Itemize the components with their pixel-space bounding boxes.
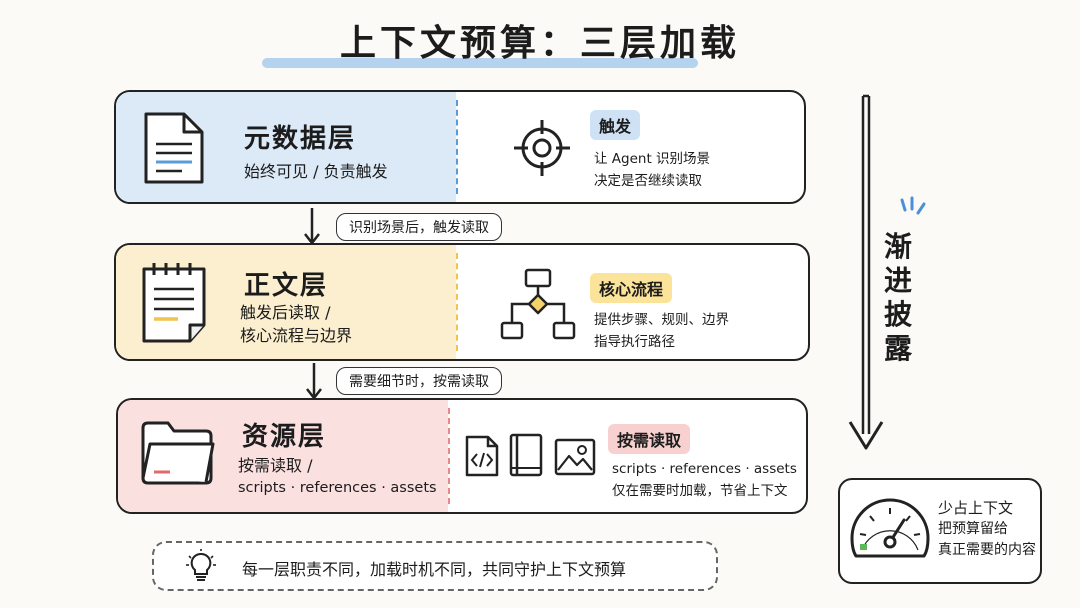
layer-right-line: 让 Agent 识别场景 bbox=[594, 151, 711, 167]
layer-name: 资源层 bbox=[242, 422, 327, 452]
layer-desc-line: 按需读取 / bbox=[238, 456, 313, 475]
progressive-disclosure-char: 进 bbox=[883, 264, 912, 297]
layer-desc-line: 始终可见 / 负责触发 bbox=[244, 162, 388, 181]
page-title: 上下文预算：三层加载 bbox=[339, 23, 740, 64]
layer-metadata: 元数据层 始终可见 / 负责触发 触发 让 Agent 识别场景 决定是否继续读… bbox=[114, 90, 806, 204]
layer-right-desc: scripts · references · assets 仅在需要时加载，节省… bbox=[612, 458, 797, 502]
layer-tag: 按需读取 bbox=[608, 424, 691, 454]
gauge-icon bbox=[850, 498, 930, 558]
down-arrow-icon bbox=[304, 208, 320, 245]
title-underline bbox=[262, 58, 698, 68]
layer-tag: 核心流程 bbox=[590, 273, 673, 303]
layer-desc-line: scripts · references · assets bbox=[238, 480, 437, 496]
down-arrow-icon bbox=[306, 363, 322, 400]
crosshair-target-icon bbox=[514, 120, 570, 176]
flowchart-icon bbox=[500, 268, 576, 340]
summary-note-text: 每一层职责不同，加载时机不同，共同守护上下文预算 bbox=[242, 560, 627, 579]
progressive-disclosure-char: 渐 bbox=[883, 230, 912, 263]
layer-divider bbox=[456, 253, 458, 351]
layer-tag: 触发 bbox=[590, 110, 641, 140]
layer-desc: 始终可见 / 负责触发 bbox=[244, 160, 388, 183]
budget-text: 少占上下文 把预算留给 真正需要的内容 bbox=[938, 498, 1036, 561]
budget-title: 少占上下文 bbox=[938, 499, 1014, 517]
layer-right-desc: 让 Agent 识别场景 决定是否继续读取 bbox=[594, 148, 710, 192]
layer-name: 正文层 bbox=[244, 271, 329, 301]
budget-card: 少占上下文 把预算留给 真正需要的内容 bbox=[838, 478, 1042, 584]
budget-line: 真正需要的内容 bbox=[938, 542, 1036, 558]
layer-desc: 按需读取 / scripts · references · assets bbox=[238, 454, 437, 500]
layer-desc: 触发后读取 / 核心流程与边界 bbox=[240, 301, 352, 347]
notepad-icon bbox=[142, 263, 206, 343]
layer-divider bbox=[456, 100, 458, 194]
progressive-disclosure-text: 渐进披露 bbox=[878, 230, 918, 366]
progressive-down-arrow bbox=[848, 94, 884, 450]
lightbulb-icon bbox=[186, 549, 216, 581]
layer-desc-line: 核心流程与边界 bbox=[240, 326, 353, 345]
folder-icon bbox=[141, 421, 215, 485]
layer-right-line: 指导执行路径 bbox=[594, 334, 675, 350]
layer-name: 元数据层 bbox=[244, 124, 357, 154]
book-icon bbox=[509, 433, 543, 477]
layer-divider bbox=[448, 408, 450, 504]
budget-line: 把预算留给 bbox=[938, 521, 1008, 537]
document-icon bbox=[144, 112, 204, 184]
connector-label: 识别场景后，触发读取 bbox=[336, 213, 502, 241]
progressive-disclosure-char: 披 bbox=[883, 298, 912, 331]
connector-label: 需要细节时，按需读取 bbox=[336, 367, 502, 395]
summary-note: 每一层职责不同，加载时机不同，共同守护上下文预算 bbox=[152, 541, 718, 591]
layer-right-desc: 提供步骤、规则、边界 指导执行路径 bbox=[594, 309, 729, 353]
layer-desc-line: 触发后读取 / bbox=[240, 303, 331, 322]
code-file-icon bbox=[465, 435, 499, 477]
progressive-disclosure-label: 渐进披露 bbox=[878, 226, 918, 370]
layer-resources: 资源层 按需读取 / scripts · references · assets… bbox=[116, 398, 808, 514]
layer-right-line: 仅在需要时加载，节省上下文 bbox=[612, 483, 788, 499]
sparkle-icon bbox=[900, 196, 926, 215]
layer-right-line: 提供步骤、规则、边界 bbox=[594, 312, 729, 328]
progressive-disclosure-char: 露 bbox=[883, 332, 912, 365]
layer-right-line: scripts · references · assets bbox=[612, 461, 797, 477]
image-icon bbox=[554, 438, 596, 476]
layer-right-line: 决定是否继续读取 bbox=[594, 173, 702, 189]
layer-body: 正文层 触发后读取 / 核心流程与边界 核心流程 提供步骤、规则、边界 指导执行… bbox=[114, 243, 810, 361]
